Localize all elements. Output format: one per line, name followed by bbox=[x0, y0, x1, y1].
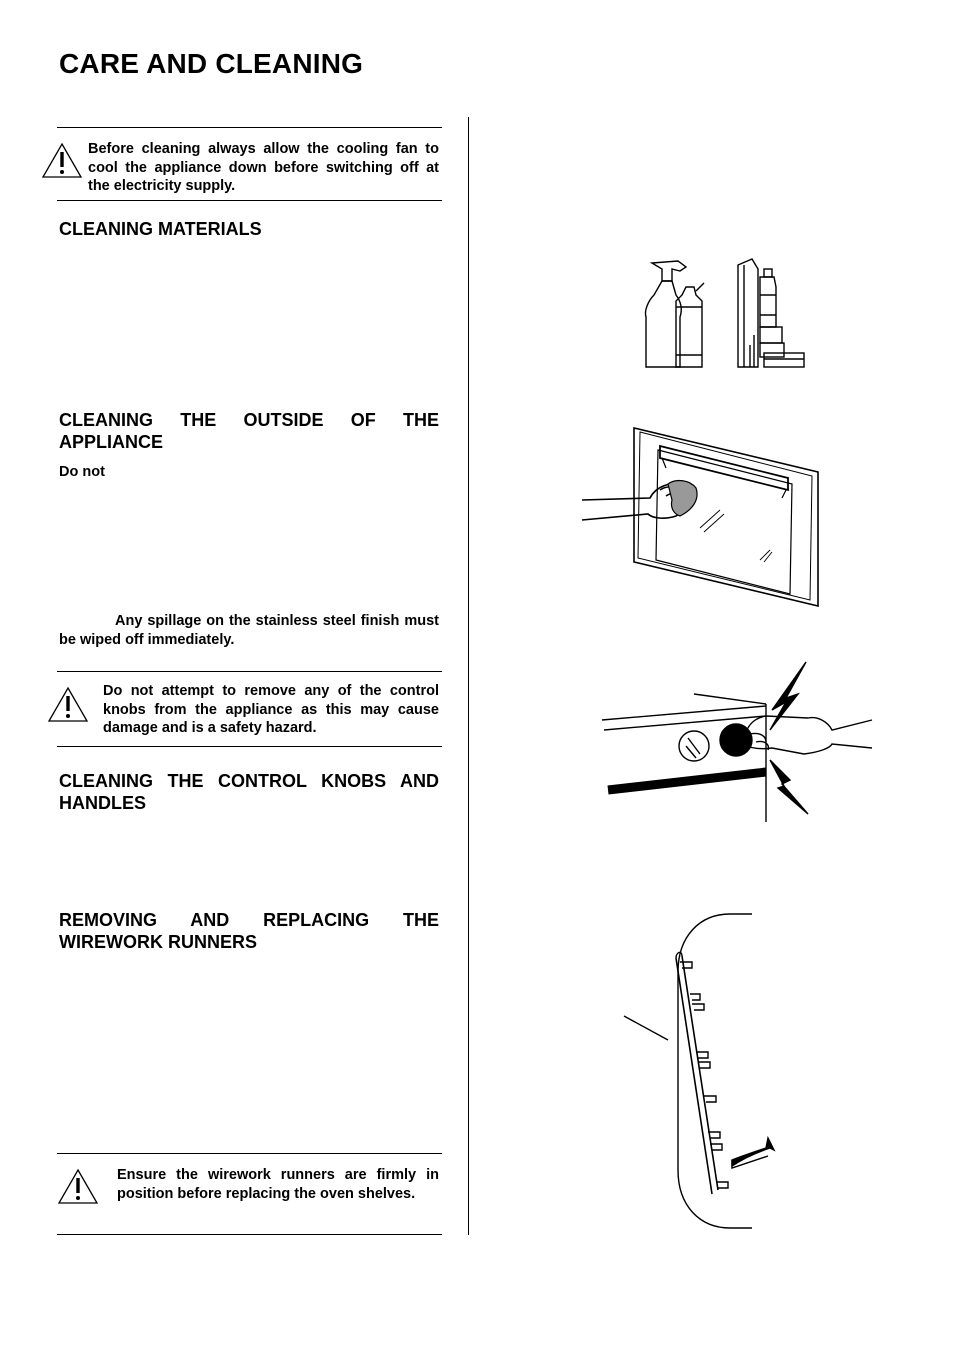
text-do-not: Do not bbox=[59, 464, 105, 480]
wirework-runner-illustration bbox=[620, 912, 780, 1232]
heading-knobs-line2: HANDLES bbox=[59, 793, 147, 813]
heading-outside-line1: CLEANING THE OUTSIDE OF THE bbox=[59, 410, 439, 430]
page-title: CARE AND CLEANING bbox=[59, 48, 364, 79]
control-knob-illustration bbox=[600, 660, 875, 825]
warning-top-rule bbox=[57, 127, 442, 128]
cleaning-products-illustration bbox=[640, 255, 810, 375]
text-spillage: Any spillage on the stainless steel fini… bbox=[59, 613, 439, 648]
heading-runners-line1: REMOVING AND REPLACING THE bbox=[59, 910, 439, 930]
warning-top-rule bbox=[57, 1153, 442, 1154]
warning-top-rule bbox=[57, 671, 442, 672]
heading-cleaning-materials: CLEANING MATERIALS bbox=[59, 219, 262, 239]
heading-knobs-line1: CLEANING THE CONTROL KNOBS AND bbox=[59, 771, 439, 791]
warning-bottom-rule bbox=[57, 746, 442, 747]
warning-triangle-icon bbox=[47, 686, 89, 723]
warning-wirework: Ensure the wirework runners are firmly i… bbox=[117, 1167, 439, 1202]
warning-control-knobs: Do not attempt to remove any of the cont… bbox=[103, 683, 439, 736]
warning-bottom-rule bbox=[57, 1234, 442, 1235]
oven-door-wiping-illustration bbox=[580, 424, 825, 610]
heading-outside-line2: APPLIANCE bbox=[59, 432, 164, 452]
warning-triangle-icon bbox=[57, 1168, 99, 1205]
warning-triangle-icon bbox=[41, 142, 83, 179]
heading-runners-line2: WIREWORK RUNNERS bbox=[59, 932, 257, 952]
warning-bottom-rule bbox=[57, 200, 442, 201]
column-divider bbox=[468, 117, 469, 1235]
warning-cooling-fan: Before cleaning always allow the cooling… bbox=[88, 141, 439, 194]
